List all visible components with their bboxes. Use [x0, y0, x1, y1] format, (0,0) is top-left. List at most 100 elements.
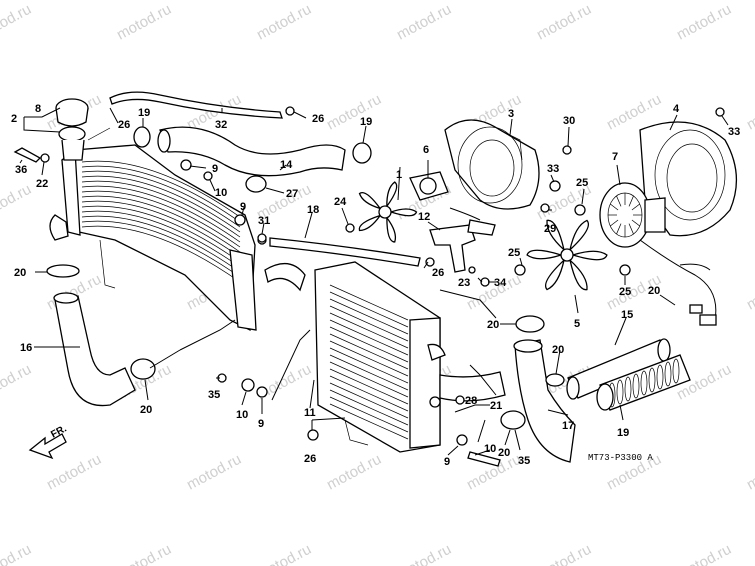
callout-labels: 2 8 36 22 26 19 32 26 19 14 27 9 10 9 31…	[11, 103, 740, 468]
fan-blade	[386, 215, 397, 243]
callout-33-b: 33	[728, 126, 740, 138]
fan-blade-1	[358, 181, 418, 243]
fan-blade	[526, 249, 564, 260]
cross-pipe	[264, 263, 306, 292]
hose-16	[500, 315, 576, 463]
left-radiator	[49, 144, 257, 332]
fan-blade	[546, 219, 566, 252]
callout-26-b: 26	[312, 113, 324, 125]
fan-blade	[358, 214, 382, 232]
callout-1: 1	[396, 169, 402, 181]
callout-35-b: 35	[518, 455, 530, 467]
fan-blade	[568, 258, 588, 291]
watermark-text: motod.ru	[744, 271, 755, 314]
callout-9-a: 9	[212, 163, 218, 175]
callout-26-d: 26	[304, 453, 316, 465]
callout-21: 21	[490, 400, 502, 412]
callout-5: 5	[574, 318, 580, 330]
callout-34: 34	[494, 277, 507, 289]
hose-clamps	[133, 126, 372, 193]
breather-tube-32	[109, 91, 283, 119]
callout-17: 18	[307, 204, 319, 216]
watermark-text: motod.ru	[674, 1, 734, 44]
callout-9-b: 9	[240, 201, 246, 213]
watermark-text: motod.ru	[0, 361, 34, 404]
callout-13: 14	[280, 159, 293, 171]
bolt-group-right	[257, 106, 725, 287]
fan-motor-7	[599, 182, 666, 248]
callout-10-b: 10	[236, 409, 248, 421]
callout-6: 6	[423, 144, 429, 156]
leader-lines	[19, 107, 729, 456]
upper-hose-13	[157, 126, 346, 177]
callout-25-a: 25	[576, 177, 588, 189]
callout-26-c: 26	[432, 267, 444, 279]
callout-8: 8	[35, 103, 41, 115]
callout-28: 28	[465, 395, 477, 407]
callout-26-a: 26	[118, 119, 130, 131]
callout-20-c: 20	[487, 319, 499, 331]
callout-18: 19	[617, 427, 629, 439]
fan-motor-6	[409, 171, 449, 201]
callout-20-a: 20	[648, 285, 660, 297]
watermark-text: motod.ru	[114, 1, 174, 44]
hose-17	[269, 237, 421, 267]
front-direction-arrow: FR.	[28, 423, 69, 460]
callout-30: 30	[563, 115, 575, 127]
callout-11: 11	[304, 407, 316, 419]
callout-36: 36	[15, 164, 27, 176]
watermark-text: motod.ru	[674, 541, 734, 566]
bolt-group-left	[180, 159, 267, 245]
callout-20-d: 20	[14, 267, 26, 279]
wiring-harness	[449, 207, 717, 326]
callout-9-c: 9	[258, 418, 264, 430]
callout-24: 24	[334, 196, 347, 208]
fan-blade	[358, 192, 382, 210]
callout-33-a: 33	[547, 163, 559, 175]
pipe-18	[596, 354, 691, 411]
callout-23: 23	[458, 277, 470, 289]
callout-35-a: 35	[208, 389, 220, 401]
watermark-text: motod.ru	[394, 541, 454, 566]
front-label: FR.	[49, 423, 69, 440]
callout-14: 15	[621, 309, 633, 321]
callout-10-c: 10	[484, 443, 496, 455]
callout-15: 16	[20, 342, 32, 354]
callout-27: 27	[286, 188, 298, 200]
fan-shroud-3	[444, 119, 540, 210]
callout-25-b: 25	[508, 247, 520, 259]
watermark-text: motod.ru	[534, 1, 594, 44]
pipe-14	[566, 338, 671, 400]
callout-4: 4	[673, 103, 680, 115]
callout-7: 7	[612, 151, 618, 163]
watermark-text: motod.ru	[0, 181, 34, 224]
callout-19-a: 19	[138, 107, 150, 119]
fan-blade	[388, 208, 418, 217]
watermark-text: motod.ru	[324, 451, 384, 494]
bracket-12	[429, 219, 496, 273]
watermark-text: motod.ru	[534, 541, 594, 566]
radiator-cap-assembly	[55, 98, 111, 161]
callout-20-f: 20	[498, 447, 510, 459]
callout-22: 22	[36, 178, 48, 190]
watermark-text: motod.ru	[0, 1, 34, 44]
callout-25-c: 25	[619, 286, 631, 298]
watermark-text: motod.ru	[254, 541, 314, 566]
callout-19-b: 19	[360, 116, 372, 128]
watermark-text: motod.ru	[394, 1, 454, 44]
watermark-text: motod.ru	[184, 451, 244, 494]
callout-10-a: 10	[215, 187, 227, 199]
callout-20-b: 20	[552, 344, 564, 356]
watermark-text: motod.ru	[324, 91, 384, 134]
diagram-code: MT73-P3300 A	[588, 453, 653, 463]
bolt-36	[13, 147, 50, 163]
callout-9-d: 9	[444, 456, 450, 468]
callout-2: 2	[11, 113, 17, 125]
watermark-text: motod.ru	[744, 91, 755, 134]
callout-12: 12	[418, 211, 430, 223]
fan-blade	[570, 250, 608, 261]
watermark-text: motod.ru	[44, 451, 104, 494]
callout-16: 17	[562, 420, 574, 432]
bolt-group-center	[217, 373, 501, 467]
